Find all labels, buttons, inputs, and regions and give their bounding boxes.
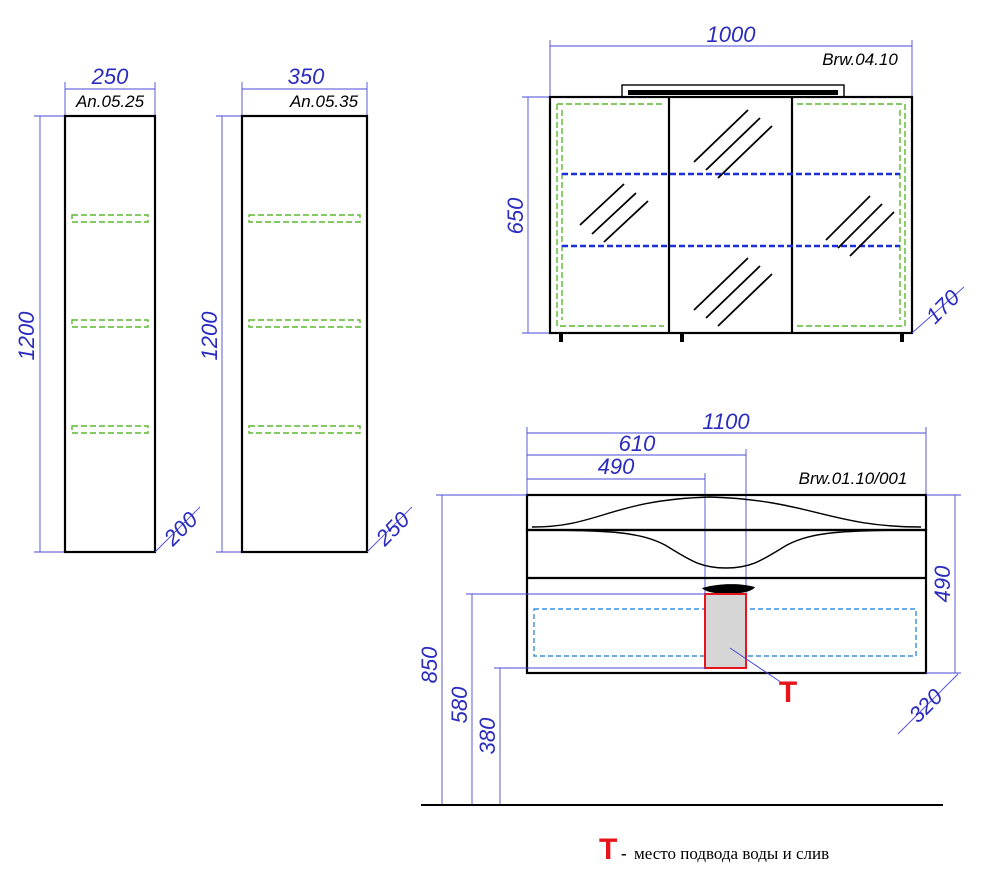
column-right-body — [240, 114, 369, 554]
column-right: 350 An.05.35 1200 250 — [197, 64, 415, 554]
legend-text: место подвода воды и слив — [634, 844, 829, 863]
led-outline — [556, 103, 906, 327]
column-left-depth: 200 — [158, 506, 203, 551]
dim-line — [366, 506, 413, 553]
glass-shelf — [71, 214, 149, 223]
led-outline — [561, 110, 901, 320]
column-left: 250 An.05.25 1200 200 — [14, 64, 203, 554]
vanity-height-380: 380 — [475, 717, 500, 754]
vanity-dim-490: 490 — [598, 454, 635, 479]
vanity-height: 490 — [930, 565, 955, 602]
basin-rim — [531, 496, 922, 528]
column-right-width: 350 — [288, 64, 325, 89]
mirror-cabinet: 1000 Brw.04.10 650 — [503, 22, 965, 342]
column-left-height: 1200 — [14, 311, 39, 361]
mirror-cabinet-height: 650 — [503, 197, 528, 234]
hinge-foot — [900, 333, 904, 342]
vanity-height-580: 580 — [447, 686, 472, 723]
glass-shelf — [71, 425, 149, 434]
dim-line — [911, 286, 965, 334]
legend: T - место подвода воды и слив — [599, 833, 829, 866]
glass-shelf — [71, 319, 149, 328]
basin-bowl — [526, 529, 927, 569]
vanity-width: 1100 — [702, 409, 750, 434]
glass-shelf — [248, 214, 361, 223]
dim-line — [154, 506, 201, 553]
column-right-code: An.05.35 — [289, 92, 359, 111]
water-supply-zone — [704, 593, 747, 669]
mirror-cabinet-code: Brw.04.10 — [822, 50, 898, 69]
top-lamp-light — [628, 90, 838, 95]
hinge-foot — [559, 333, 563, 342]
column-right-height: 1200 — [197, 311, 222, 361]
mirror-reflection — [579, 109, 895, 327]
drawer-handle — [702, 584, 755, 594]
column-left-code: An.05.25 — [75, 92, 145, 111]
column-left-width: 250 — [91, 64, 129, 89]
vanity-height-850: 850 — [417, 646, 442, 683]
column-right-depth: 250 — [370, 506, 415, 551]
legend-dash: - — [621, 844, 627, 863]
glass-shelf — [248, 425, 361, 434]
legend-symbol: T — [599, 833, 617, 866]
column-left-body — [63, 114, 157, 554]
vanity-dim-610: 610 — [619, 431, 656, 456]
vanity-marker: T — [779, 676, 797, 709]
vanity-code: Brw.01.10/001 — [799, 469, 908, 488]
vanity-countertop — [525, 493, 928, 532]
vanity-cabinet — [525, 528, 928, 675]
mirror-cabinet-width: 1000 — [707, 22, 757, 47]
leader-line — [729, 647, 783, 684]
hinge-foot — [680, 333, 684, 342]
mirror-cabinet-depth: 170 — [921, 284, 965, 328]
glass-shelf — [248, 319, 361, 328]
mirror-cabinet-body — [548, 95, 914, 335]
dim-line — [897, 673, 959, 735]
vanity-unit: 1100 610 490 Brw.01.10/001 T 490 320 — [417, 409, 961, 806]
